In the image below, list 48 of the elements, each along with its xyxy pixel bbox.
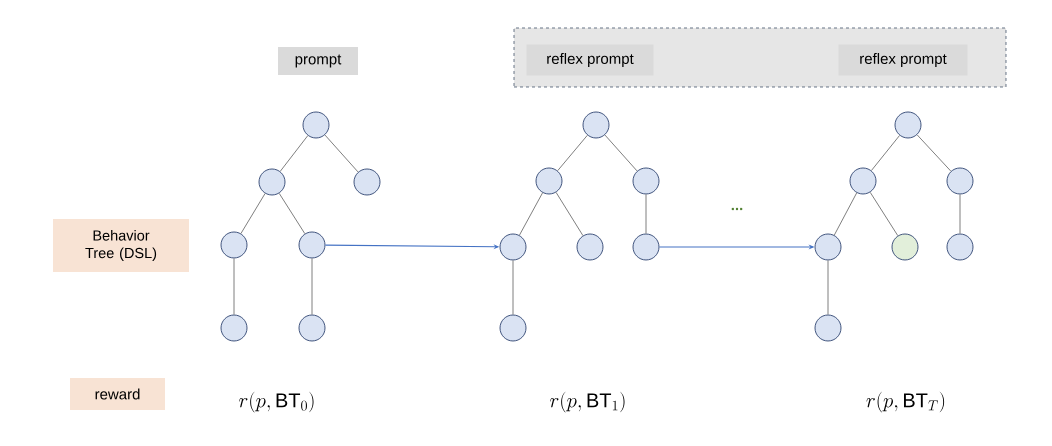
tree-edge xyxy=(233,258,235,315)
tree-node-circle xyxy=(632,167,660,195)
row-label-box: reward xyxy=(70,378,165,410)
tree-node-circle xyxy=(632,233,660,261)
reward-formula: $r(p, \mathrm{BT}_0)$ xyxy=(239,391,314,413)
tree-edge xyxy=(959,194,961,234)
tree-node-circle xyxy=(298,314,326,342)
tree-node-circle xyxy=(814,233,842,261)
tree-edge xyxy=(645,194,647,234)
tree-node-circle xyxy=(535,167,563,195)
tree-edge xyxy=(916,134,952,172)
tree-node-circle xyxy=(298,231,326,259)
tree-edge xyxy=(833,192,858,236)
tree-node-circle xyxy=(946,233,974,261)
tree-node-circle xyxy=(499,233,527,261)
tree-edge xyxy=(519,192,544,236)
tree-edge xyxy=(279,135,309,172)
tree-edge xyxy=(557,134,588,172)
tree-node-circle xyxy=(946,167,974,195)
tree-node-circle xyxy=(258,168,286,196)
tree-node-circle xyxy=(814,314,842,342)
tree-node-circle xyxy=(302,111,330,139)
tree-edge xyxy=(555,191,584,236)
reward-formula: $r(p, \mathrm{BT}_T)$ xyxy=(866,391,945,413)
prompt-box: reflex prompt xyxy=(526,44,654,76)
tree-node-circle xyxy=(220,314,248,342)
tree-edge xyxy=(869,191,899,237)
tree-node-circle xyxy=(499,314,527,342)
tree-edge xyxy=(604,134,638,172)
tree-edge xyxy=(278,192,306,235)
tree-node-circle xyxy=(849,167,877,195)
tree-edge xyxy=(324,134,359,173)
edge-label: ... xyxy=(731,207,743,211)
tree-node-circle xyxy=(582,111,610,139)
reward-formula: $r(p, \mathrm{BT}_1)$ xyxy=(550,391,625,413)
tree-edge xyxy=(512,260,514,315)
tree-node-circle xyxy=(220,231,248,259)
prompt-box: reflex prompt xyxy=(838,44,968,76)
tree-edge xyxy=(870,135,901,171)
tree-edge xyxy=(827,260,829,315)
tree-node-circle xyxy=(353,168,381,196)
tree-edge xyxy=(311,258,313,315)
row-label-box: Behavior Tree (DSL) xyxy=(53,219,189,272)
tree-node-circle xyxy=(891,233,919,261)
tree-node-circle xyxy=(894,111,922,139)
tree-node-circle xyxy=(576,233,604,261)
tree-edge xyxy=(240,193,266,234)
prompt-box: prompt xyxy=(278,47,358,75)
